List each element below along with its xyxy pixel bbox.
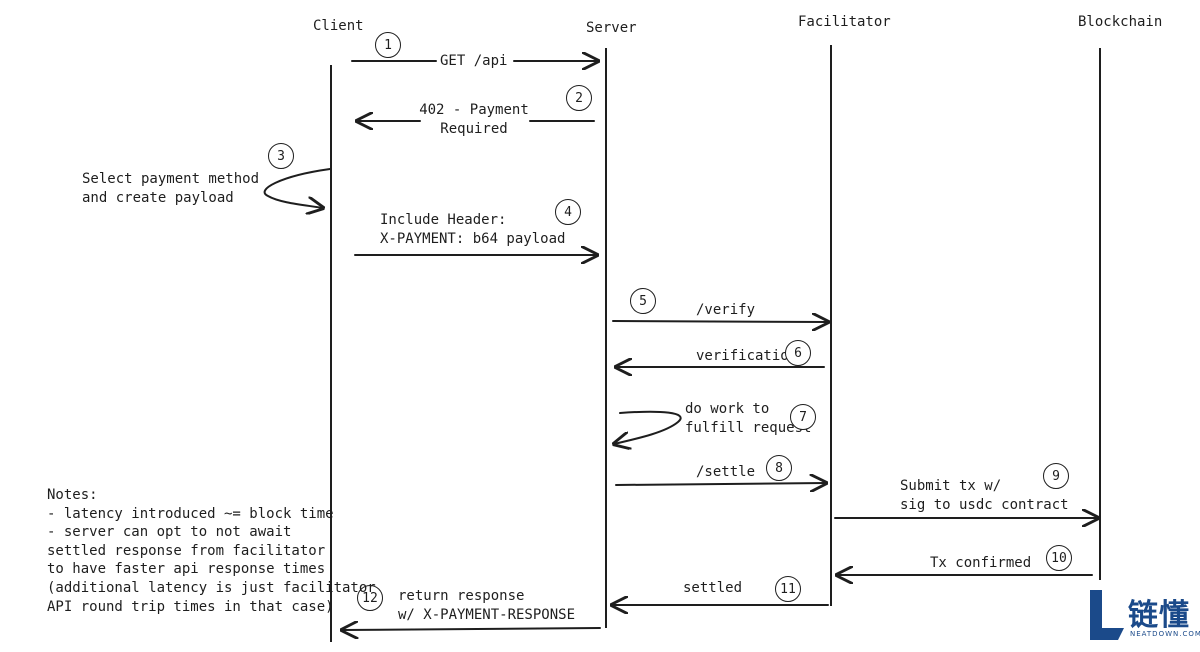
arrow-7 (614, 410, 682, 444)
message-line: Submit tx w/ (900, 478, 1002, 494)
message-label: settled (683, 580, 743, 596)
message-line: fulfill request (685, 420, 812, 436)
watermark-subtext: NEATDOWN.COM (1130, 630, 1200, 638)
message-line: Required (440, 121, 508, 137)
step-number: 2 (566, 85, 592, 111)
message-label: 402 - Payment Required (416, 101, 532, 139)
message-label: Include Header: X-PAYMENT: b64 payload (380, 211, 565, 249)
step-number: 1 (375, 32, 401, 58)
notes-line: API round trip times in that case) (47, 598, 334, 615)
actor-server: Server (586, 20, 637, 36)
message-label: verification (696, 348, 798, 364)
message-label: Tx confirmed (930, 555, 1032, 571)
step-number: 6 (785, 340, 811, 366)
arrow-3 (263, 168, 331, 208)
notes-line: settled response from facilitator (47, 542, 326, 559)
message-label: /verify (696, 302, 756, 318)
notes-line: Notes: (47, 487, 98, 503)
step-number: 4 (555, 199, 581, 225)
message-label: /settle (696, 464, 756, 480)
message-line: w/ X-PAYMENT-RESPONSE (398, 607, 576, 623)
arrow-12 (342, 628, 601, 630)
step-number: 8 (766, 455, 792, 481)
message-line: Select payment method (82, 171, 260, 187)
step-number: 7 (790, 404, 816, 430)
message-line: do work to (685, 401, 770, 417)
message-label: Select payment method and create payload (82, 170, 259, 208)
message-label: GET /api (440, 53, 508, 69)
actor-client: Client (313, 18, 364, 34)
message-label: do work to fulfill request (685, 400, 811, 438)
step-number: 11 (775, 576, 801, 602)
watermark-text: 链懂 (1128, 598, 1190, 633)
arrow-5 (612, 321, 828, 322)
message-label: return response w/ X-PAYMENT-RESPONSE (398, 587, 575, 625)
step-number: 5 (630, 288, 656, 314)
message-line: return response (398, 588, 525, 604)
notes-line: - server can opt to not await (47, 524, 292, 541)
message-line: Include Header: (380, 212, 507, 228)
actor-blockchain: Blockchain (1078, 14, 1163, 30)
notes-line: (additional latency is just facilitator (47, 579, 376, 596)
message-label: Submit tx w/ sig to usdc contract (900, 477, 1069, 515)
notes-block: Notes: - latency introduced ~= block tim… (47, 486, 376, 616)
arrow-8 (615, 483, 826, 485)
message-line: and create payload (82, 190, 234, 206)
message-line: 402 - Payment (419, 102, 529, 118)
actor-facilitator: Facilitator (798, 14, 891, 30)
watermark-logo-icon (1090, 590, 1124, 640)
step-number: 3 (268, 143, 294, 169)
step-number: 10 (1046, 545, 1072, 571)
notes-line: - latency introduced ~= block time (47, 505, 334, 522)
notes-line: to have faster api response times (47, 561, 326, 578)
step-number: 12 (357, 585, 383, 611)
message-line: X-PAYMENT: b64 payload (380, 231, 566, 247)
message-line: sig to usdc contract (900, 497, 1069, 513)
step-number: 9 (1043, 463, 1069, 489)
